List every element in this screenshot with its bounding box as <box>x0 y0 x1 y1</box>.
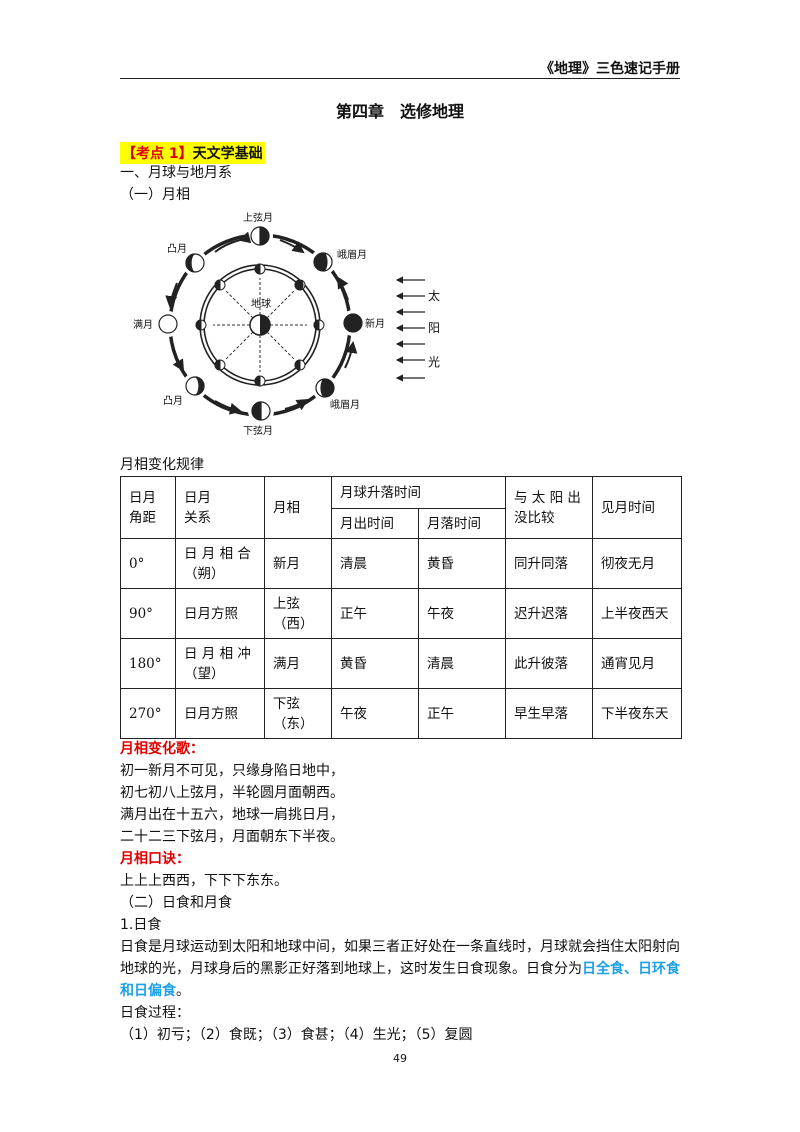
inner-moon <box>214 359 226 371</box>
label-tu-bottom: 凸月 <box>163 395 183 407</box>
song-line: 满月出在十五六，地球一肩挑日月， <box>120 807 344 823</box>
label-manyue: 满月 <box>133 319 153 331</box>
eclipse-process: （1）初亏；（2）食既；（3）食甚；（4）生光；（5）复圆 <box>120 1027 473 1043</box>
kaodian-bracket-close: 】 <box>178 146 193 162</box>
page-number: 49 <box>393 1052 407 1065</box>
moon-waxing-gibbous <box>185 253 205 273</box>
song-line: 初七初八上弦月，半轮圆月面朝西。 <box>120 785 344 801</box>
kaodian-label: 考点 1 <box>136 146 179 162</box>
moon-waxing-crescent <box>313 252 333 272</box>
kaodian-bracket-open: 【 <box>122 146 136 162</box>
eclipse-process-title: 日食过程： <box>120 1005 190 1021</box>
moon-phase-table: 日月角距 日月关系 月相 月球升落时间 与 太 阳 出没比较 见月时间 月出时间… <box>120 476 682 739</box>
moon-new <box>343 313 363 333</box>
label-sun-guang: 光 <box>428 355 440 369</box>
mnemonic-text: 上上上西西，下下下东东。 <box>120 873 288 889</box>
orbit-arrow <box>214 231 252 253</box>
th-relation: 日月关系 <box>175 476 265 539</box>
moon-waning-crescent <box>315 378 335 398</box>
label-tu-top: 凸月 <box>167 243 187 255</box>
eclipse-types-highlight: 和日偏食 <box>120 983 176 999</box>
moon-first-quarter <box>250 226 270 246</box>
eclipse-types-highlight: 日全食、日环食 <box>582 961 680 977</box>
eclipse-heading: 1.日食 <box>120 917 162 933</box>
eclipse-paragraph-line: 地球的光，月球身后的黑影正好落到地球上，这时发生日食现象。日食分为日全食、日环食 <box>120 961 680 977</box>
label-xiaxian: 下弦月 <box>243 424 273 437</box>
earth <box>249 314 271 336</box>
eclipse-paragraph-line: 和日偏食。 <box>120 983 190 999</box>
label-earth: 地球 <box>251 297 271 310</box>
inner-moon <box>254 375 266 387</box>
th-compare: 与 太 阳 出没比较 <box>505 476 593 539</box>
section-heading-1: 一、月球与地月系 <box>120 165 232 181</box>
moon-waning-gibbous <box>185 376 205 396</box>
kaodian-heading: 【考点 1】天文学基础 <box>120 142 265 164</box>
running-header: 《地理》三色速记手册 <box>540 61 680 77</box>
label-shangxian: 上弦月 <box>243 211 273 224</box>
inner-moon <box>294 359 306 371</box>
moon-full <box>158 314 178 334</box>
orbit-arrow <box>214 400 242 415</box>
inner-moon <box>313 319 325 331</box>
label-emei-bottom: 峨眉月 <box>330 399 360 411</box>
th-risefall: 月球升落时间 <box>331 476 506 509</box>
table-caption: 月相变化规律 <box>120 457 204 473</box>
eclipse-paragraph-line: 日食是月球运动到太阳和地球中间，如果三者正好处在一条直线时，月球就会挡住太阳射向 <box>120 939 680 955</box>
section-heading-1-1: （一）月相 <box>120 187 190 203</box>
label-xinyue: 新月 <box>365 317 385 330</box>
th-set: 月落时间 <box>418 508 506 539</box>
inner-moon <box>195 319 207 331</box>
mnemonic-title: 月相口诀： <box>120 851 190 867</box>
th-rise: 月出时间 <box>331 508 419 539</box>
inner-moon <box>214 279 226 291</box>
kaodian-title: 天文学基础 <box>192 146 263 162</box>
table-row: 180° 日 月 相 冲（望） 满月 黄昏 清晨 此升彼落 通宵见月 <box>120 638 682 689</box>
moon-last-quarter <box>251 401 271 421</box>
th-visible: 见月时间 <box>592 476 682 539</box>
header-rule <box>120 78 680 79</box>
section-heading-1-2: （二）日食和月食 <box>120 895 232 911</box>
orbit-arrow <box>279 239 305 254</box>
song-line: 初一新月不可见，只缘身陷日地中， <box>120 763 344 779</box>
table-row: 90° 日月方照 上弦（西） 正午 午夜 迟升迟落 上半夜西天 <box>120 588 682 639</box>
orbit-arrow <box>344 341 358 369</box>
label-sun-yang: 阳 <box>428 321 440 335</box>
label-sun-tai: 太 <box>428 288 440 303</box>
sunlight-arrows <box>395 276 425 382</box>
orbit-arrow <box>284 398 309 411</box>
song-line: 二十二三下弦月，月面朝东下半夜。 <box>120 829 344 845</box>
inner-moon <box>254 263 266 275</box>
th-phase: 月相 <box>264 476 332 539</box>
inner-moon <box>294 279 306 291</box>
label-emei-top: 峨眉月 <box>337 249 367 261</box>
orbit-arrow <box>336 276 349 301</box>
chapter-title: 第四章 选修地理 <box>335 102 464 121</box>
song-title: 月相变化歌： <box>120 741 204 757</box>
th-angle: 日月角距 <box>120 476 176 539</box>
orbit-arrow <box>165 282 178 308</box>
moon-phase-diagram: 上弦月 凸月 峨眉月 地球 满月 新月 凸月 峨眉月 下弦月 太 阳 光 <box>133 211 440 437</box>
orbit-arrow <box>172 347 185 372</box>
table-row: 270° 日月方照 下弦（东） 午夜 正午 早生早落 下半夜东天 <box>120 688 682 739</box>
table-row: 0° 日 月 相 合（朔） 新月 清晨 黄昏 同升同落 彻夜无月 <box>120 538 682 589</box>
